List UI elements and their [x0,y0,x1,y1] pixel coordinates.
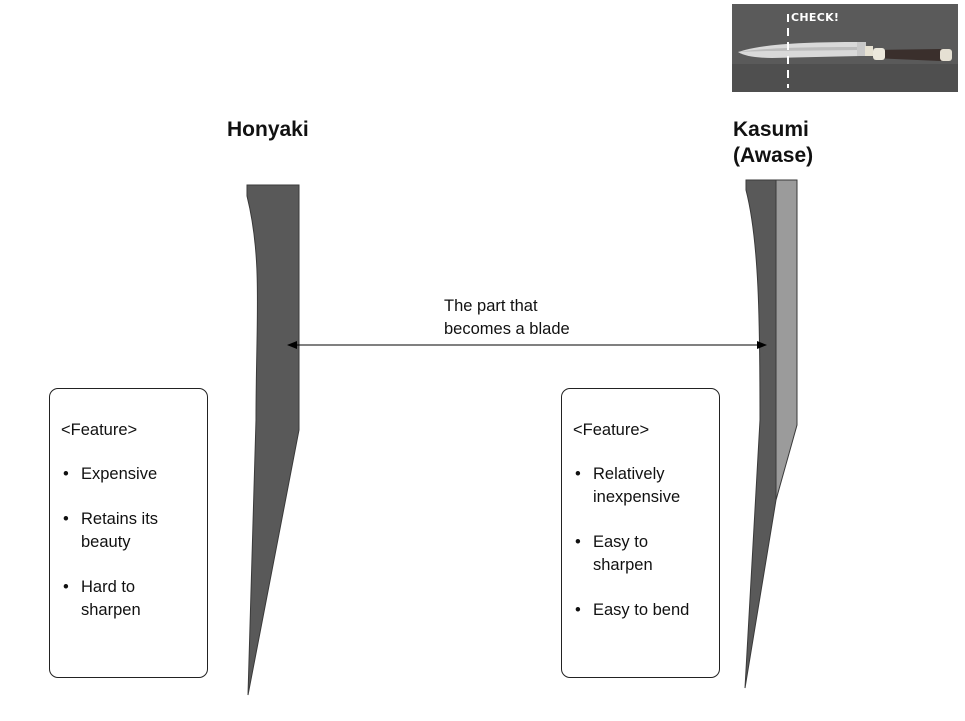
kasumi-feature-heading: <Feature> [573,421,650,439]
kasumi-feature-box: <Feature> Relatively inexpensive Easy to… [561,388,720,678]
kasumi-feature-item: Easy to sharpen [573,531,709,577]
kasumi-feature-easy-sharpen-line-1: Easy to [593,533,649,551]
honyaki-feature-heading: <Feature> [61,421,138,439]
knife-photo: CHECK! [732,4,958,92]
kasumi-feature-easy-sharpen-line-2: sharpen [593,556,653,574]
honyaki-feature-item: Expensive [61,463,197,486]
blade-part-caption-line-2: becomes a blade [444,320,570,338]
check-label: CHECK! [791,11,840,24]
kasumi-feature-relatively-line-1: Relatively [593,465,665,483]
kasumi-feature-item: Easy to bend [573,599,709,622]
blade-part-caption-line-1: The part that [444,297,538,315]
honyaki-title: Honyaki [227,118,309,141]
kasumi-core-steel-shape [744,179,777,689]
honyaki-feature-hard-line-2: sharpen [81,601,141,619]
kasumi-title: Kasumi (Awase) [733,117,813,169]
blade-part-caption: The part that becomes a blade [444,295,570,341]
honyaki-feature-box: <Feature> Expensive Retains its beauty H… [49,388,208,678]
knife-illustration [732,4,958,92]
honyaki-blade-shape [246,184,300,696]
kasumi-title-line-1: Kasumi [733,118,809,141]
honyaki-feature-hard-line-1: Hard to [81,578,136,596]
kasumi-feature-relatively-line-2: inexpensive [593,488,681,506]
kasumi-feature-easy-bend: Easy to bend [593,601,690,619]
kasumi-feature-list: Relatively inexpensive Easy to sharpen E… [573,463,709,622]
honyaki-feature-item: Retains its beauty [61,508,197,554]
honyaki-feature-item: Hard to sharpen [61,576,197,622]
honyaki-feature-list: Expensive Retains its beauty Hard to sha… [61,463,197,622]
kasumi-title-line-2: (Awase) [733,144,814,167]
knife-handle-image [873,49,949,61]
kasumi-soft-iron-shape [775,179,798,501]
honyaki-feature-retains-line-2: beauty [81,533,131,551]
kasumi-feature-item: Relatively inexpensive [573,463,709,509]
honyaki-feature-expensive: Expensive [81,465,158,483]
honyaki-feature-retains-line-1: Retains its [81,510,159,528]
